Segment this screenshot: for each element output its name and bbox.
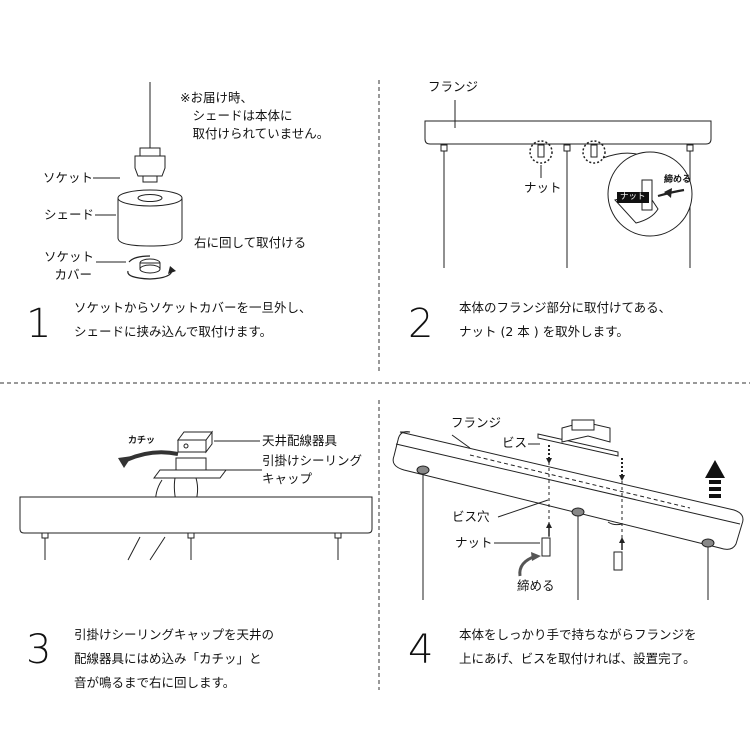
ceiling-cap-icon xyxy=(153,469,227,479)
panel3-step-text: 引掛けシーリングキャップを天井の 配線器具にはめ込み「カチッ」と 音が鳴るまで右… xyxy=(74,627,275,690)
panel2-label-tighten: 締める xyxy=(664,175,692,185)
panel3-label-ceiling-fixture: 天井配線器具 xyxy=(262,433,338,448)
flange-bracket-icon xyxy=(537,433,619,457)
panel4-label-tighten: 締める xyxy=(517,578,555,593)
panel3-illustration xyxy=(19,430,373,561)
panel1-label-socket-cover: ソケット カバー xyxy=(44,249,95,282)
panel3-label-ceiling-cap: 引掛けシーリング キャップ xyxy=(262,453,363,486)
socket-cover-icon xyxy=(127,255,176,280)
ceiling-fixture-icon xyxy=(177,430,213,454)
panel1-label-shade: シェード xyxy=(44,207,95,222)
panel3-step-number: 3 xyxy=(26,627,52,673)
socket-icon xyxy=(139,147,161,157)
panel4-label-screw-hole: ビス穴 xyxy=(452,509,490,524)
nut-icon xyxy=(541,537,551,557)
panel2-step-text: 本体のフランジ部分に取付けてある、 ナット (2 本 ) を取外します。 xyxy=(459,300,672,339)
panel1-label-turn-right: 右に回して取付ける xyxy=(194,235,307,250)
panel2-nut-tag: ナット xyxy=(617,192,649,203)
panel4-illustration xyxy=(392,419,744,600)
panel1-step-number: 1 xyxy=(26,301,52,347)
panel4-label-nut: ナット xyxy=(455,535,493,550)
panel4-step-number: 4 xyxy=(408,627,434,673)
panel4-label-screw: ビス xyxy=(502,435,528,450)
panel1-illustration xyxy=(93,82,183,280)
panel3-label-click: カチッ xyxy=(128,436,156,446)
lift-up-arrow-icon xyxy=(705,460,725,498)
panel1-step-text: ソケットからソケットカバーを一旦外し、 シェードに挟み込んで取付けます。 xyxy=(74,300,312,339)
panel1-delivery-note: ※お届け時、 シェードは本体に 取付けられていません。 xyxy=(180,90,330,141)
panel1-label-socket: ソケット xyxy=(43,170,94,185)
panel2-step-number: 2 xyxy=(408,301,434,347)
panel2-label-nut: ナット xyxy=(524,180,562,195)
panel2-label-flange: フランジ xyxy=(428,79,479,94)
shade-icon xyxy=(117,189,183,247)
panel4-label-flange: フランジ xyxy=(451,415,502,430)
panel4-step-text: 本体をしっかり手で持ちながらフランジを 上にあげ、ビスを取付ければ、設置完了。 xyxy=(459,627,697,666)
